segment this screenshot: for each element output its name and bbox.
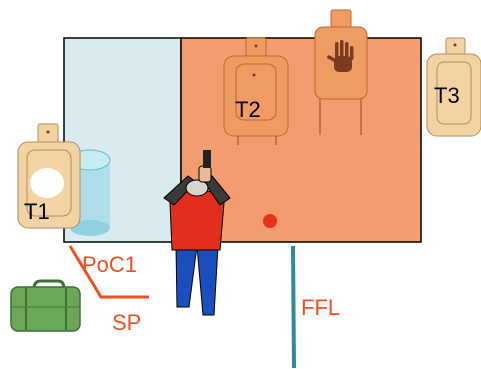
- marker-dot: [263, 214, 277, 228]
- target-t2: T2: [223, 37, 289, 145]
- target-t1: T1: [17, 123, 81, 229]
- start-position-label: SP: [112, 310, 141, 335]
- target-t3-label: T3: [434, 83, 460, 108]
- target-t2-label: T2: [235, 97, 261, 122]
- fault-line: [291, 245, 296, 369]
- start-position-line: [68, 245, 149, 299]
- point-of-cover-label: PoC1: [82, 252, 137, 277]
- target-t3: T3: [426, 37, 481, 137]
- suitcase-icon: [10, 279, 81, 332]
- fault-line-label: FFL: [301, 295, 340, 320]
- shooter-figure: [163, 150, 231, 316]
- no-shoot-target: [314, 9, 368, 135]
- target-t1-label: T1: [24, 199, 50, 224]
- hand-icon: [327, 40, 354, 72]
